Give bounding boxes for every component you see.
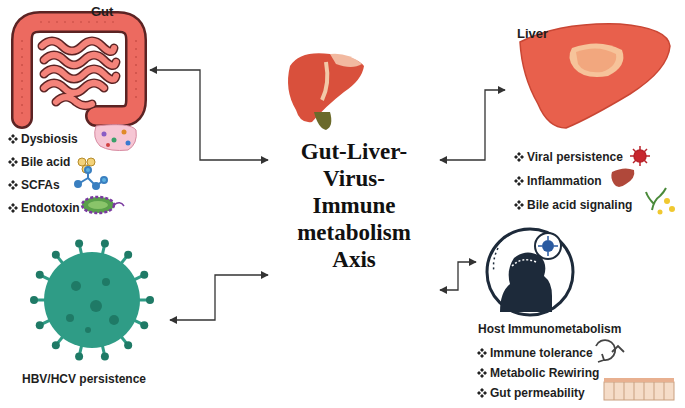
recycle-icon (596, 340, 624, 362)
virus-small-icon (630, 146, 650, 166)
node-label: Gut (91, 4, 113, 19)
virus-spike-tip (52, 341, 60, 349)
bullet-text: Gut permeability (490, 386, 585, 401)
virus-spike-tip (146, 296, 154, 304)
axis-title: Gut-Liver-Virus-Immune metabolism Axis (289, 138, 419, 273)
bullet-mark (8, 134, 18, 144)
bullet-text: Dysbiosis (21, 132, 78, 147)
virus-spike-tip (30, 296, 38, 304)
node-label: Liver (517, 26, 548, 41)
virus-spike-tip (124, 251, 132, 259)
liver-node: LiverViral persistenceInflammationBile a… (505, 8, 680, 218)
liver-small-icon (611, 168, 634, 187)
bullet-text: Endotoxin (21, 201, 80, 216)
virus-spike-tip (140, 271, 148, 279)
virus-spike-tip (101, 239, 109, 247)
bullet-text: Bile acid (21, 155, 70, 170)
virus-spike-tip (36, 271, 44, 279)
connector (170, 275, 268, 320)
bullet-text: Metabolic Rewiring (490, 366, 599, 381)
endotoxin-icon (82, 197, 124, 213)
bullet-mark (477, 368, 487, 378)
bullet-mark (477, 388, 487, 398)
virus-spike-tip (140, 321, 148, 329)
virus-illustration (30, 239, 154, 360)
bullet-text: Viral persistence (527, 150, 623, 165)
bullet-text: SCFAs (21, 178, 60, 193)
scfa-molecule-icon (75, 167, 107, 189)
node-label: HBV/HCV persistence (22, 372, 146, 387)
virus-spike-tip (36, 321, 44, 329)
bullet-mark (8, 203, 18, 213)
liver-icon (288, 53, 364, 130)
gut-node: GutDysbiosisBile acidSCFAsEndotoxin (5, 4, 150, 230)
dysbiosis-icon (95, 125, 137, 151)
virus-spike-tip (124, 341, 132, 349)
bullet-mark (8, 180, 18, 190)
connector (440, 262, 476, 290)
host-icon (487, 229, 573, 315)
bullet-mark (477, 348, 487, 358)
virus-spike-tip (101, 353, 109, 361)
bullet-mark (514, 152, 524, 162)
virus-spike-tip (52, 251, 60, 259)
bullet-text: Bile acid signaling (527, 198, 632, 213)
virus-spike-tip (75, 353, 83, 361)
bile-duct-icon (646, 188, 675, 215)
axis-node: Gut-Liver-Virus-Immune metabolism Axis (268, 46, 440, 308)
connector (150, 70, 268, 160)
bullet-text: Immune tolerance (490, 346, 593, 361)
host-node: Host ImmunometabolismImmune toleranceMet… (476, 226, 680, 404)
bullet-mark (514, 176, 524, 186)
bullet-mark (514, 200, 524, 210)
bullet-text: Inflammation (527, 174, 602, 189)
connector (440, 90, 505, 160)
gut-barrier-icon (604, 378, 674, 400)
node-label: Host Immunometabolism (478, 322, 621, 337)
virus-spike-tip (75, 239, 83, 247)
virus-node: HBV/HCV persistence (20, 238, 170, 394)
bile-acid-icon (78, 158, 95, 173)
bullet-mark (8, 157, 18, 167)
gut-illustration (22, 22, 136, 118)
